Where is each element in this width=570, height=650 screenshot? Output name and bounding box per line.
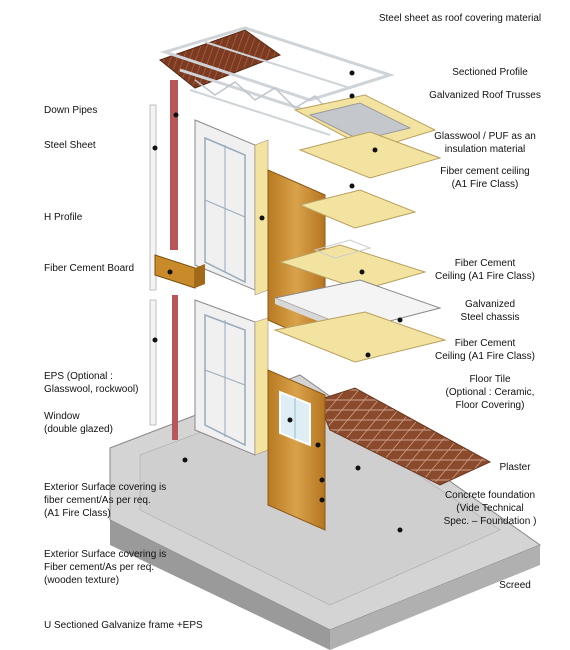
label-roof-covering: Steel sheet as roof covering material xyxy=(378,13,542,24)
fiber-cement-board-block xyxy=(154,254,205,289)
label-steel-chassis: Galvanized Steel chassis xyxy=(460,299,520,323)
floor-tile-surface xyxy=(317,387,492,486)
label-floor-tile: Floor Tile (Optional : Ceramic, Floor Co… xyxy=(445,374,535,411)
label-exterior-a1: Exterior Surface covering is fiber cemen… xyxy=(44,482,167,519)
lower-wall-module xyxy=(194,299,326,531)
label-h-profile: H Profile xyxy=(44,212,83,223)
label-eps: EPS (Optional : Glasswool, rockwool) xyxy=(44,371,139,395)
label-u-frame: U Sectioned Galvanize frame +EPS xyxy=(44,620,203,631)
label-down-pipes: Down Pipes xyxy=(44,105,98,116)
label-window: Window (double glazed) xyxy=(44,411,113,435)
label-ceiling-mid: Fiber Cement Ceiling (A1 Fire Class) xyxy=(434,258,536,282)
label-steel-sheet: Steel Sheet xyxy=(44,140,96,151)
label-foundation: Concrete foundation (Vide Technical Spec… xyxy=(443,490,537,527)
label-ceiling-low: Fiber Cement Ceiling (A1 Fire Class) xyxy=(434,338,536,362)
ceiling-layers xyxy=(273,189,447,363)
roof-assembly xyxy=(158,26,442,179)
label-ceiling-top: Fiber cement ceiling (A1 Fire Class) xyxy=(440,166,530,190)
callout-dots xyxy=(152,70,403,533)
down-pipes-drawing xyxy=(149,80,178,440)
label-fiber-cement-board: Fiber Cement Board xyxy=(44,263,135,274)
label-plaster: Plaster xyxy=(499,462,531,473)
label-glasswool: Glasswool / PUF as an insulation materia… xyxy=(434,131,536,155)
label-screed: Screed xyxy=(499,580,531,591)
label-roof-trusses: Galvanized Roof Trusses xyxy=(429,90,541,101)
label-exterior-wood: Exterior Surface covering is Fiber cemen… xyxy=(44,549,167,586)
label-sectioned-profile: Sectioned Profile xyxy=(452,67,528,78)
